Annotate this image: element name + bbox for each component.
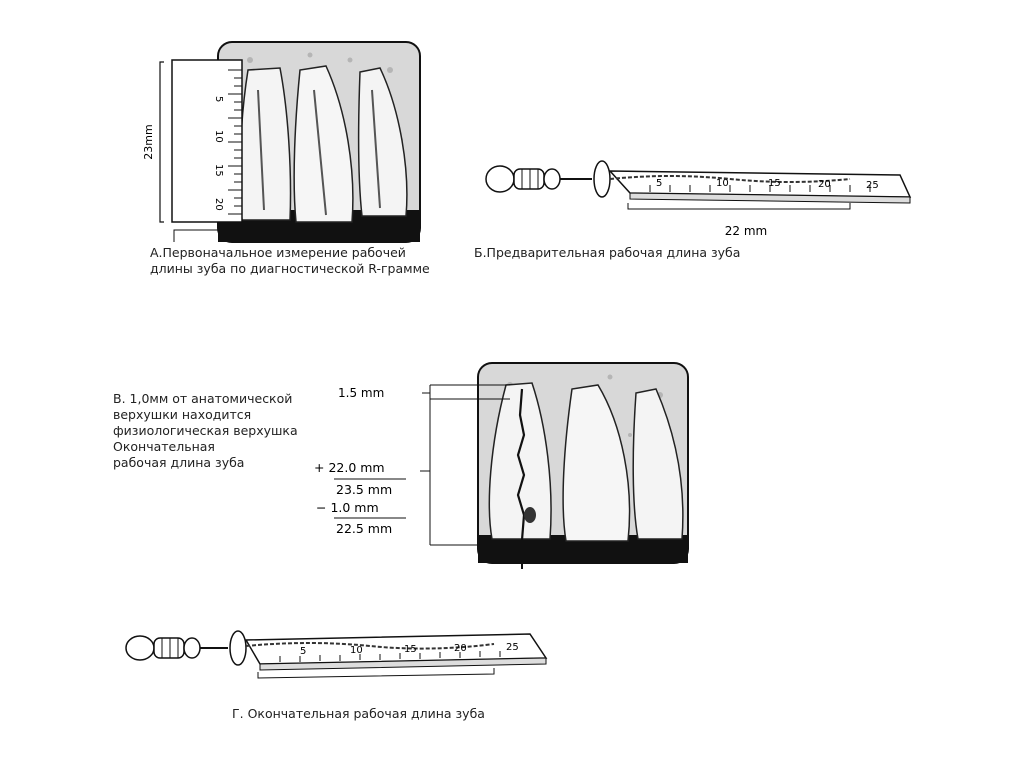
caption-b-text: Б.Предварительная рабочая длина зуба: [474, 245, 741, 260]
caption-c-line: В. 1,0мм от анатомической: [113, 391, 293, 406]
ruler-a-tick: 10: [213, 130, 224, 143]
calc-top: 1.5 mm: [338, 386, 384, 400]
figure-c-radiograph: 1.5 mm + 22.0 mm 23.5 mm − 1.0 mm 22.5 m…: [314, 362, 689, 569]
ruler-b-tick: 15: [768, 178, 781, 189]
ruler-d-tick: 10: [350, 645, 363, 656]
label-23mm: 23mm: [142, 124, 155, 159]
figure-a-radiograph: 5 10 15 20 23mm: [142, 41, 421, 243]
caption-d: Г. Окончательная рабочая длина зуба: [232, 706, 485, 722]
ruler-d-tick: 5: [300, 646, 306, 657]
caption-a-line: длины зуба по диагностической R-грамме: [150, 261, 430, 276]
ruler-a-tick: 5: [213, 96, 224, 102]
ruler-a-tick: 15: [213, 164, 224, 177]
calc-minus: − 1.0 mm: [316, 500, 379, 515]
caption-d-text: Г. Окончательная рабочая длина зуба: [232, 706, 485, 721]
caption-b: Б.Предварительная рабочая длина зуба: [474, 245, 740, 261]
ruler-a-tick: 20: [213, 198, 224, 211]
calc-plus: + 22.0 mm: [314, 460, 385, 475]
caption-a: А.Первоначальное измерение рабочей длины…: [150, 245, 430, 277]
ruler-d-tick: 20: [454, 643, 467, 654]
caption-c-line: Окончательная: [113, 439, 215, 454]
caption-a-line: А.Первоначальное измерение рабочей: [150, 245, 406, 260]
ruler-b-tick: 25: [866, 180, 879, 191]
caption-c-line: физиологическая верхушка: [113, 423, 298, 438]
ruler-d-tick: 15: [404, 644, 417, 655]
label-22mm: 22 mm: [725, 224, 767, 238]
calc-result: 22.5 mm: [336, 521, 392, 536]
ruler-b-tick: 5: [656, 178, 662, 189]
ruler-d-tick: 25: [506, 642, 519, 653]
caption-c: В. 1,0мм от анатомической верхушки наход…: [113, 391, 298, 471]
figure-b-file-ruler: 5 10 15 20 25 22 mm: [485, 160, 912, 238]
caption-c-line: верхушки находится: [113, 407, 252, 422]
caption-c-line: рабочая длина зуба: [113, 455, 245, 470]
ruler-b-tick: 10: [716, 178, 729, 189]
ruler-b-tick: 20: [818, 179, 831, 190]
figure-d-file-ruler: 5 10 15 20 25: [125, 630, 548, 679]
calc-sum: 23.5 mm: [336, 482, 392, 497]
